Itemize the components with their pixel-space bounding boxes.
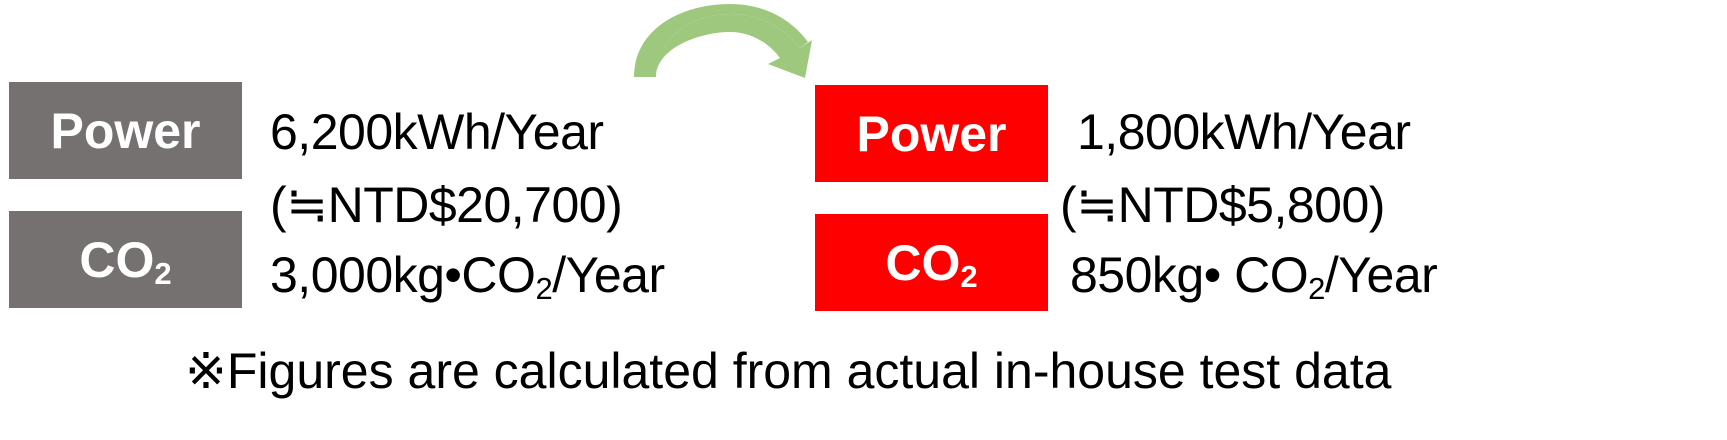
- after-power-label-box: Power: [815, 85, 1048, 182]
- after-power-value: 1,800kWh/Year: [1077, 104, 1411, 160]
- after-power-label: Power: [856, 105, 1007, 162]
- after-cost-value: (≒NTD$5,800): [1060, 177, 1385, 233]
- before-co2-value: 3,000kg•CO2/Year: [270, 247, 665, 306]
- after-co2-value: 850kg• CO2/Year: [1070, 247, 1438, 306]
- after-co2-label: CO2: [885, 234, 978, 294]
- before-power-value: 6,200kWh/Year: [270, 104, 604, 160]
- footnote: ※Figures are calculated from actual in-h…: [185, 343, 1392, 399]
- before-co2-label: CO2: [79, 231, 172, 291]
- before-cost-value: (≒NTD$20,700): [270, 177, 623, 233]
- before-power-label: Power: [50, 102, 201, 159]
- curved-arrow-right-icon: [634, 4, 812, 78]
- before-co2-label-box: CO2: [9, 211, 242, 308]
- before-power-label-box: Power: [9, 82, 242, 179]
- after-co2-label-box: CO2: [815, 214, 1048, 311]
